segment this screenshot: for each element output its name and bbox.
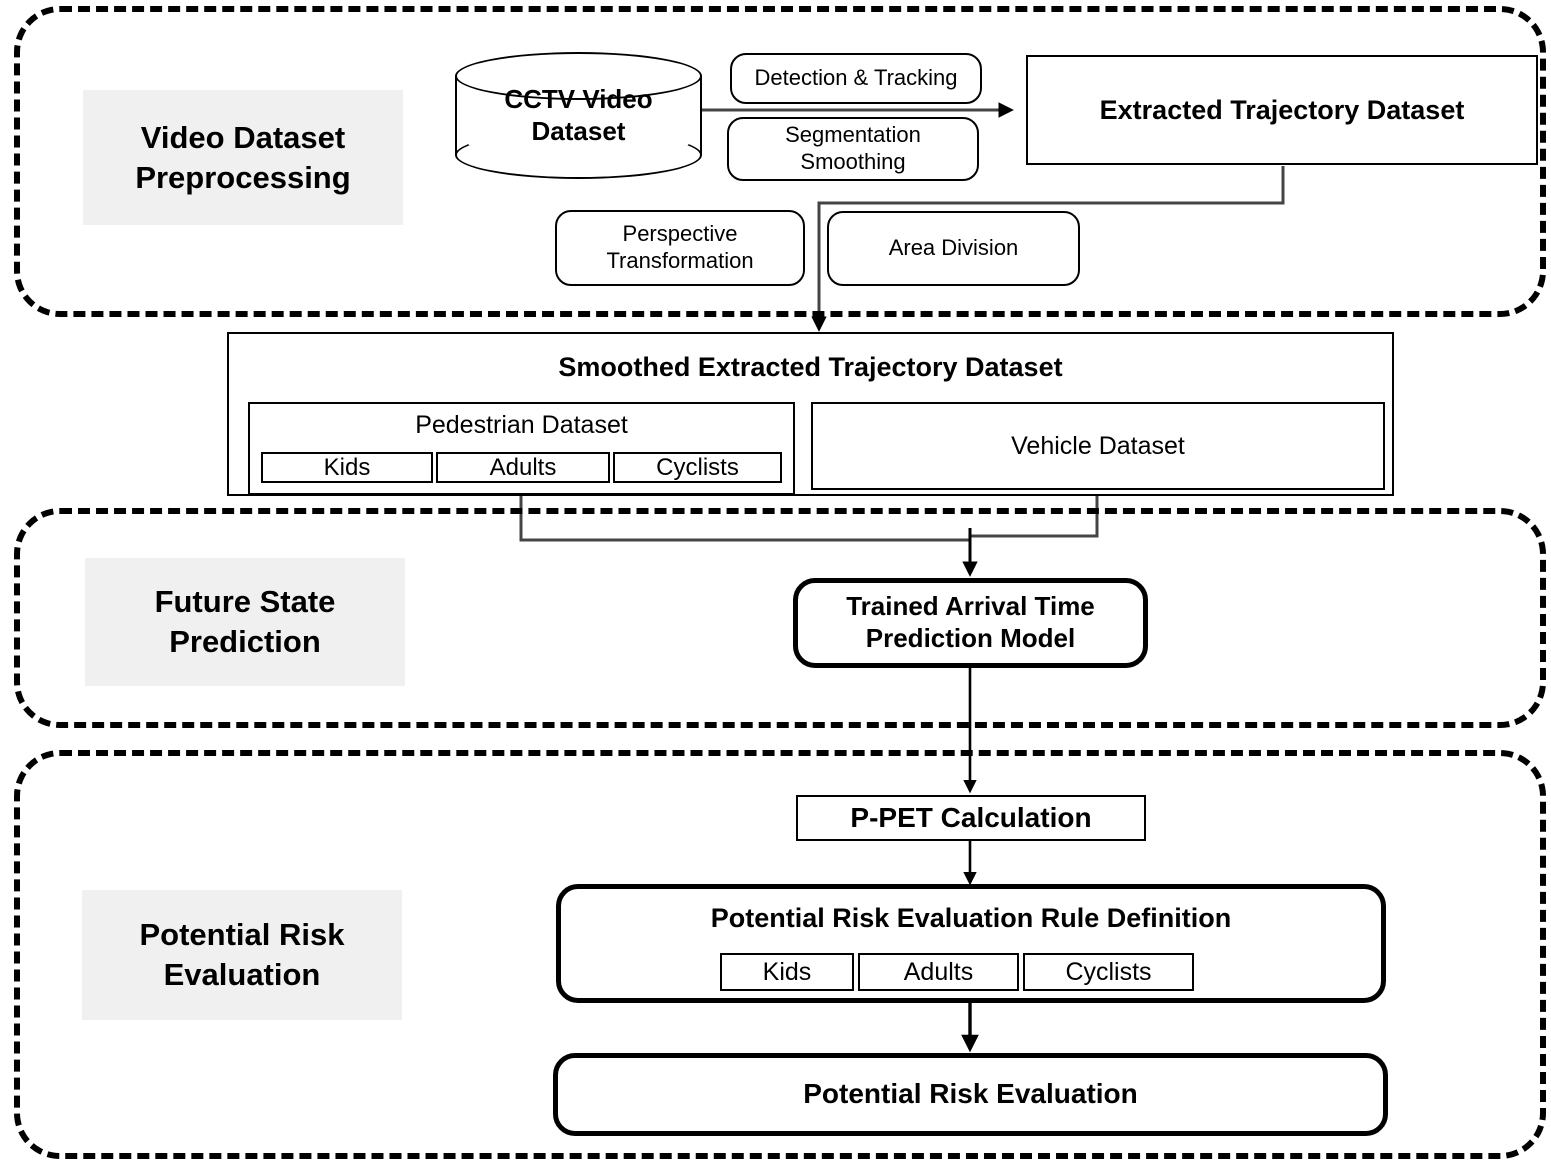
phase-label-future-state-prediction: Future State Prediction <box>85 558 405 686</box>
cctv-label-line1: CCTV Video <box>504 84 653 115</box>
rule-category-cyclists[interactable]: Cyclists <box>1023 953 1194 991</box>
ppet-calculation-label: P-PET Calculation <box>850 801 1092 833</box>
phase-label-line1: Potential Risk <box>139 917 345 953</box>
trained-model-label-line2: Prediction Model <box>865 623 1076 653</box>
node-potential-risk-evaluation-result[interactable]: Potential Risk Evaluation <box>553 1053 1388 1136</box>
phase-container-video-dataset-preprocessing <box>14 6 1546 317</box>
potential-risk-evaluation-label: Potential Risk Evaluation <box>803 1078 1138 1110</box>
perspective-label-line1: Perspective <box>622 221 738 247</box>
cctv-label-line2: Dataset <box>531 115 626 146</box>
pedestrian-category-adults[interactable]: Adults <box>436 452 610 483</box>
phase-label-line2: Prediction <box>169 624 321 659</box>
phase-label-line1: Video Dataset <box>140 119 346 155</box>
segmentation-label-line2: Smoothing <box>800 149 906 174</box>
node-ppet-calculation[interactable]: P-PET Calculation <box>796 795 1146 841</box>
rule-category-row: Kids Adults Cyclists <box>720 953 1224 991</box>
node-cctv-video-dataset[interactable]: CCTV Video Dataset <box>455 52 702 179</box>
pedestrian-dataset-title: Pedestrian Dataset <box>415 411 628 439</box>
node-vehicle-dataset[interactable]: Vehicle Dataset <box>811 402 1385 490</box>
pedestrian-category-kids[interactable]: Kids <box>261 452 433 483</box>
phase-label-potential-risk-evaluation: Potential Risk Evaluation <box>82 890 402 1020</box>
pedestrian-category-row: Kids Adults Cyclists <box>261 452 782 483</box>
node-segmentation-smoothing[interactable]: Segmentation Smoothing <box>727 117 979 181</box>
pedestrian-category-cyclists[interactable]: Cyclists <box>613 452 782 483</box>
segmentation-label-line1: Segmentation <box>785 122 921 148</box>
node-perspective-transformation[interactable]: Perspective Transformation <box>555 210 805 286</box>
area-division-label: Area Division <box>888 235 1019 261</box>
phase-label-line1: Future State <box>154 584 336 620</box>
node-trained-arrival-time-prediction-model[interactable]: Trained Arrival Time Prediction Model <box>793 578 1148 668</box>
rule-category-kids[interactable]: Kids <box>720 953 854 991</box>
vehicle-dataset-label: Vehicle Dataset <box>1011 431 1185 460</box>
cylinder-bottom-ellipse <box>455 131 702 179</box>
phase-label-video-dataset-preprocessing: Video Dataset Preprocessing <box>83 90 403 225</box>
rule-definition-title: Potential Risk Evaluation Rule Definitio… <box>710 903 1232 933</box>
detection-tracking-label: Detection & Tracking <box>754 65 958 91</box>
extracted-trajectory-label: Extracted Trajectory Dataset <box>1099 94 1465 125</box>
node-detection-and-tracking[interactable]: Detection & Tracking <box>730 53 982 104</box>
trained-model-label-line1: Trained Arrival Time <box>846 591 1095 622</box>
node-extracted-trajectory-dataset[interactable]: Extracted Trajectory Dataset <box>1026 55 1538 165</box>
phase-label-line2: Evaluation <box>163 957 321 992</box>
smoothed-trajectory-title: Smoothed Extracted Trajectory Dataset <box>558 352 1063 382</box>
perspective-label-line2: Transformation <box>606 248 754 273</box>
phase-container-potential-risk-evaluation <box>14 750 1546 1159</box>
phase-container-future-state-prediction <box>14 508 1546 728</box>
phase-label-line2: Preprocessing <box>135 159 351 195</box>
node-area-division[interactable]: Area Division <box>827 211 1080 286</box>
cctv-label-group: CCTV Video Dataset <box>455 52 702 179</box>
cylinder-top-ellipse <box>455 52 702 100</box>
rule-category-adults[interactable]: Adults <box>858 953 1019 991</box>
